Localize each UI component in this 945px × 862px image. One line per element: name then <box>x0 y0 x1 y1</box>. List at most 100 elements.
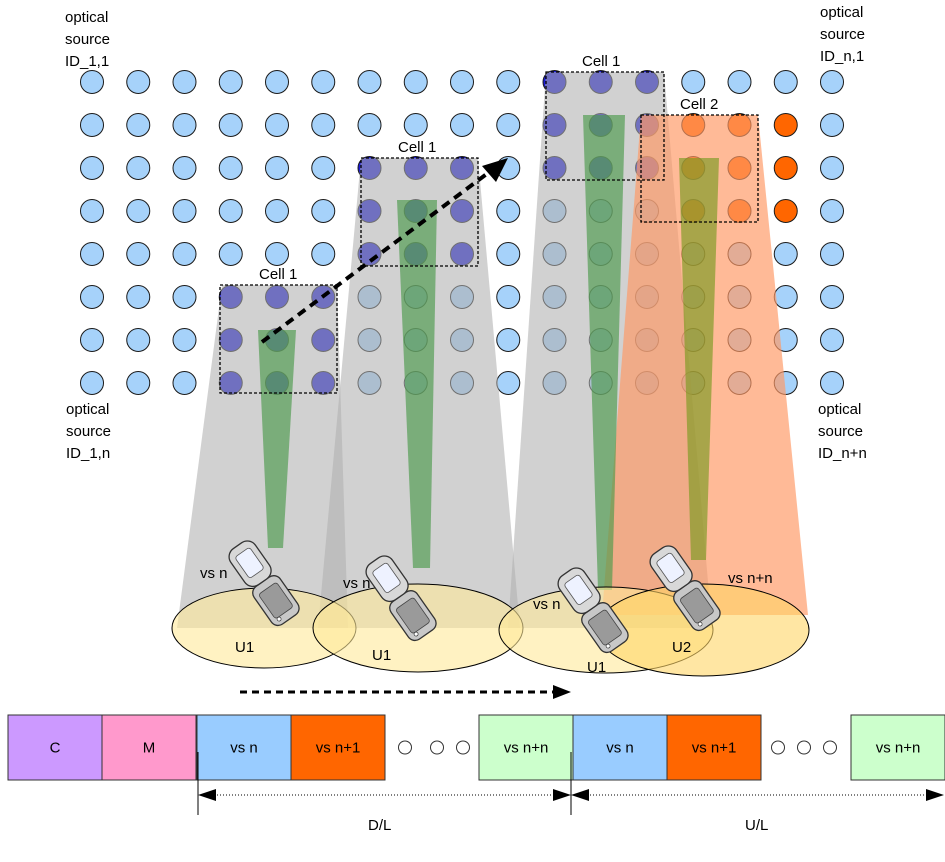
optical-source-led <box>820 70 844 94</box>
ellipsis-dot <box>456 740 470 755</box>
user-label: U1 <box>587 659 606 676</box>
optical-source-led <box>126 113 151 137</box>
label-line: ID_n+n <box>818 445 867 462</box>
frame-slot <box>7 714 103 781</box>
label-line: optical <box>65 9 108 26</box>
optical-source-led <box>80 156 104 180</box>
optical-source-led <box>126 328 151 352</box>
user-slot-label: vs n <box>533 596 561 613</box>
dashed-arrow-icon <box>240 685 571 699</box>
cell-label: Cell 1 <box>398 139 436 156</box>
optical-source-led <box>403 70 428 94</box>
optical-source-led <box>126 285 151 309</box>
ellipsis-dot <box>797 740 811 755</box>
cell-label: Cell 1 <box>582 53 620 70</box>
optical-source-led <box>126 199 151 223</box>
user-slot-label: vs n <box>200 565 228 582</box>
optical-source-led <box>311 70 336 94</box>
frame-slot <box>666 714 762 781</box>
optical-source-led <box>773 199 798 223</box>
frame-slot-label: vs n+1 <box>316 740 361 757</box>
cell-box <box>640 114 759 223</box>
optical-source-led <box>820 156 844 180</box>
optical-source-led <box>773 156 798 180</box>
optical-source-led <box>265 70 289 94</box>
uplink-label: U/L <box>745 817 768 834</box>
cell-label: Cell 1 <box>259 266 297 283</box>
optical-source-led <box>172 285 197 309</box>
arrowhead <box>553 789 571 801</box>
optical-source-led <box>311 199 336 223</box>
optical-source-led <box>126 242 151 266</box>
mobile-phone-icon <box>557 567 629 654</box>
optical-source-led <box>265 242 289 266</box>
label-bottom-left: optical source ID_1,n <box>66 401 111 462</box>
optical-source-led <box>681 70 706 94</box>
optical-source-led <box>80 371 104 395</box>
label-line: ID_n,1 <box>820 48 864 65</box>
optical-source-led <box>126 371 151 395</box>
optical-source-led <box>172 70 197 94</box>
user-slot-label: vs n <box>343 575 371 592</box>
optical-source-led <box>80 113 104 137</box>
user-slot-label: vs n+n <box>728 570 773 587</box>
frame-slot-label: vs n <box>606 740 634 757</box>
optical-source-led <box>172 113 197 137</box>
mobile-phone-icon <box>649 545 721 632</box>
optical-source-led <box>80 199 104 223</box>
downlink-label: D/L <box>368 817 391 834</box>
optical-source-led <box>172 328 197 352</box>
cell-box <box>219 284 338 394</box>
optical-source-led <box>311 113 336 137</box>
label-line: ID_1,1 <box>65 53 109 70</box>
frame-slot-label: C <box>50 740 61 757</box>
frame-slot <box>101 714 197 781</box>
arrowhead <box>198 789 216 801</box>
optical-source-led <box>773 70 798 94</box>
frame-slot-label: vs n+n <box>876 740 921 757</box>
optical-source-led <box>357 70 382 94</box>
label-top-left: optical source ID_1,1 <box>65 9 110 70</box>
cell-boxes <box>219 71 759 394</box>
optical-source-led <box>265 113 289 137</box>
optical-source-led <box>218 156 243 180</box>
label-top-right: optical source ID_n,1 <box>820 4 865 65</box>
cell-box <box>360 157 479 267</box>
label-line: ID_1,n <box>66 445 110 462</box>
frame-slot <box>290 714 386 781</box>
optical-source-led <box>773 285 798 309</box>
optical-source-led <box>265 199 289 223</box>
dl-ul-dimensions <box>197 752 944 815</box>
optical-source-led <box>80 328 104 352</box>
cell-label: Cell 2 <box>680 96 718 113</box>
mobile-phone-icon <box>228 540 300 627</box>
optical-source-led <box>311 156 336 180</box>
optical-source-led <box>727 70 752 94</box>
label-line: source <box>66 423 111 440</box>
label-line: source <box>65 31 110 48</box>
frame-slot-label: vs n+n <box>504 740 549 757</box>
optical-source-led <box>496 113 521 137</box>
optical-source-led <box>80 70 104 94</box>
optical-source-led <box>357 113 382 137</box>
optical-source-led <box>80 242 104 266</box>
beam-green-1 <box>258 330 296 548</box>
dashed-arrow-icon <box>260 158 508 344</box>
optical-source-led <box>496 242 521 266</box>
optical-source-led <box>820 371 844 395</box>
optical-source-led <box>403 113 428 137</box>
optical-source-led <box>450 70 474 94</box>
beam-green-3 <box>583 115 625 590</box>
optical-source-led <box>773 242 798 266</box>
cell-box <box>545 71 665 181</box>
optical-source-led <box>496 328 521 352</box>
beam-green-2 <box>397 200 437 568</box>
optical-source-led <box>172 156 197 180</box>
ellipsis-dot <box>430 740 444 755</box>
frame-slot-label: vs n <box>230 740 258 757</box>
optical-source-led <box>126 156 151 180</box>
optical-source-led <box>496 285 521 309</box>
ellipsis-dot <box>823 740 837 755</box>
user-label: U1 <box>372 647 391 664</box>
beam-gray-1 <box>177 285 348 628</box>
